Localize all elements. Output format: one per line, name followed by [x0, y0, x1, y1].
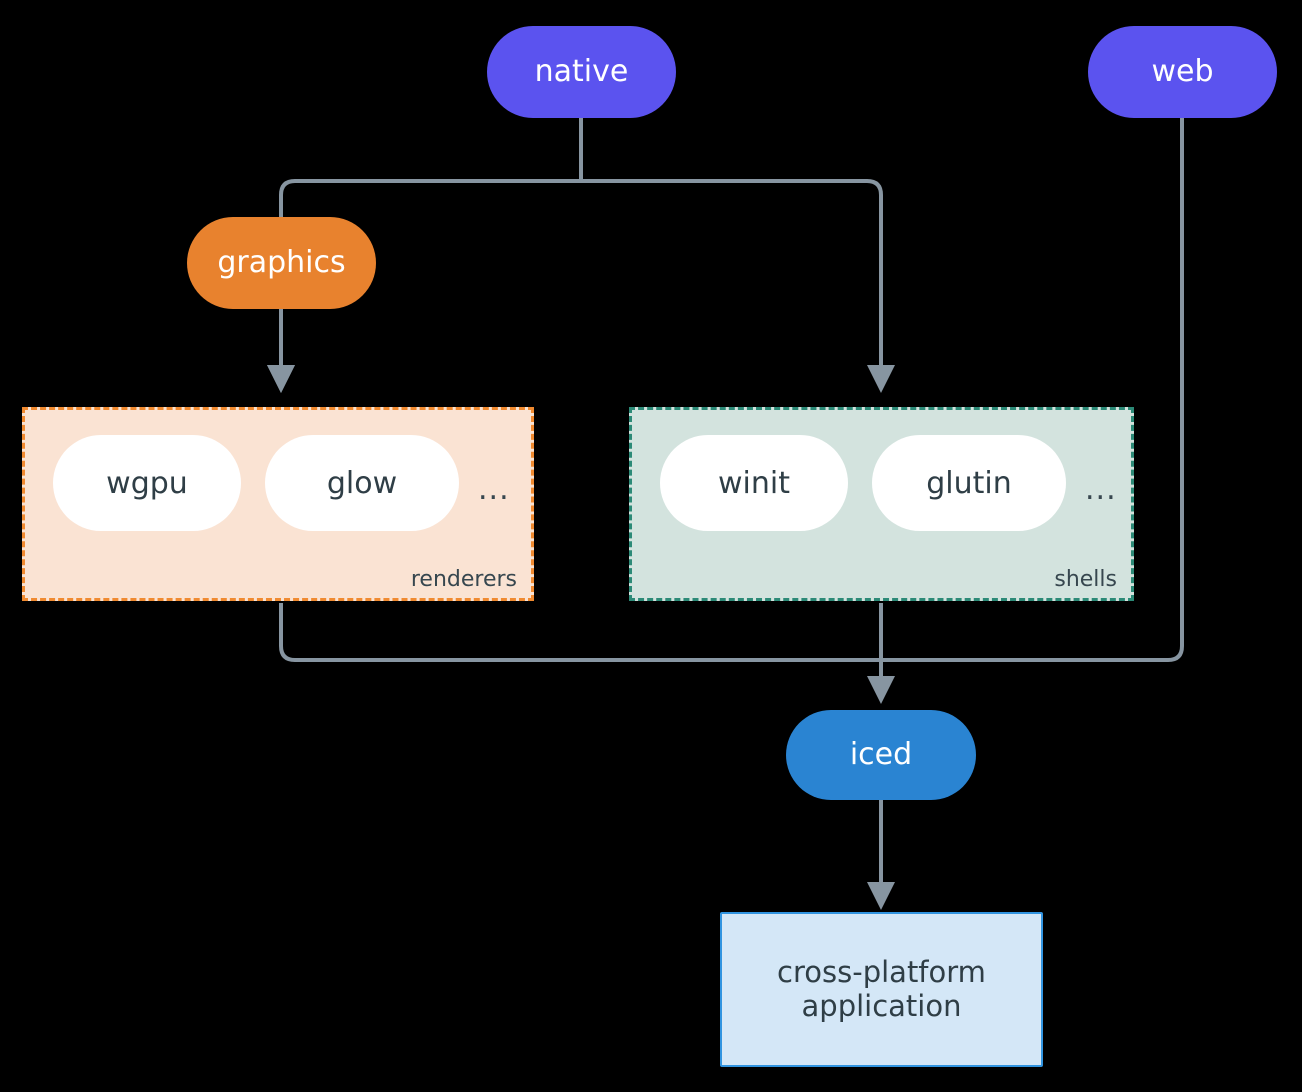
application-label-line1: cross-platform [777, 955, 986, 990]
leaf-glutin[interactable]: glutin [872, 435, 1066, 531]
shells-overflow-ellipsis: ... [1085, 472, 1117, 507]
leaf-glow-label: glow [326, 465, 398, 501]
leaf-glow[interactable]: glow [265, 435, 459, 531]
node-web-label: web [1151, 53, 1214, 89]
group-renderers: wgpu glow ... renderers [22, 407, 534, 601]
node-native-label: native [534, 53, 629, 89]
leaf-winit[interactable]: winit [660, 435, 848, 531]
node-graphics[interactable]: graphics [187, 217, 376, 309]
leaf-glutin-label: glutin [926, 465, 1012, 501]
group-shells-label: shells [1054, 567, 1117, 592]
leaf-winit-label: winit [718, 465, 790, 501]
group-renderers-label: renderers [410, 567, 517, 592]
node-cross-platform-application[interactable]: cross-platform application [720, 912, 1043, 1067]
node-iced[interactable]: iced [786, 710, 976, 800]
application-label-line2: application [801, 988, 962, 1023]
node-native[interactable]: native [487, 26, 676, 118]
node-iced-label: iced [849, 736, 913, 772]
leaf-wgpu[interactable]: wgpu [53, 435, 241, 531]
edge-renderers-to-iced [279, 603, 881, 662]
node-web[interactable]: web [1088, 26, 1277, 118]
group-shells: winit glutin ... shells [629, 407, 1134, 601]
renderers-overflow-ellipsis: ... [478, 472, 510, 507]
leaf-wgpu-label: wgpu [106, 465, 188, 501]
edge-native-to-shells [581, 179, 895, 393]
node-graphics-label: graphics [217, 244, 346, 280]
